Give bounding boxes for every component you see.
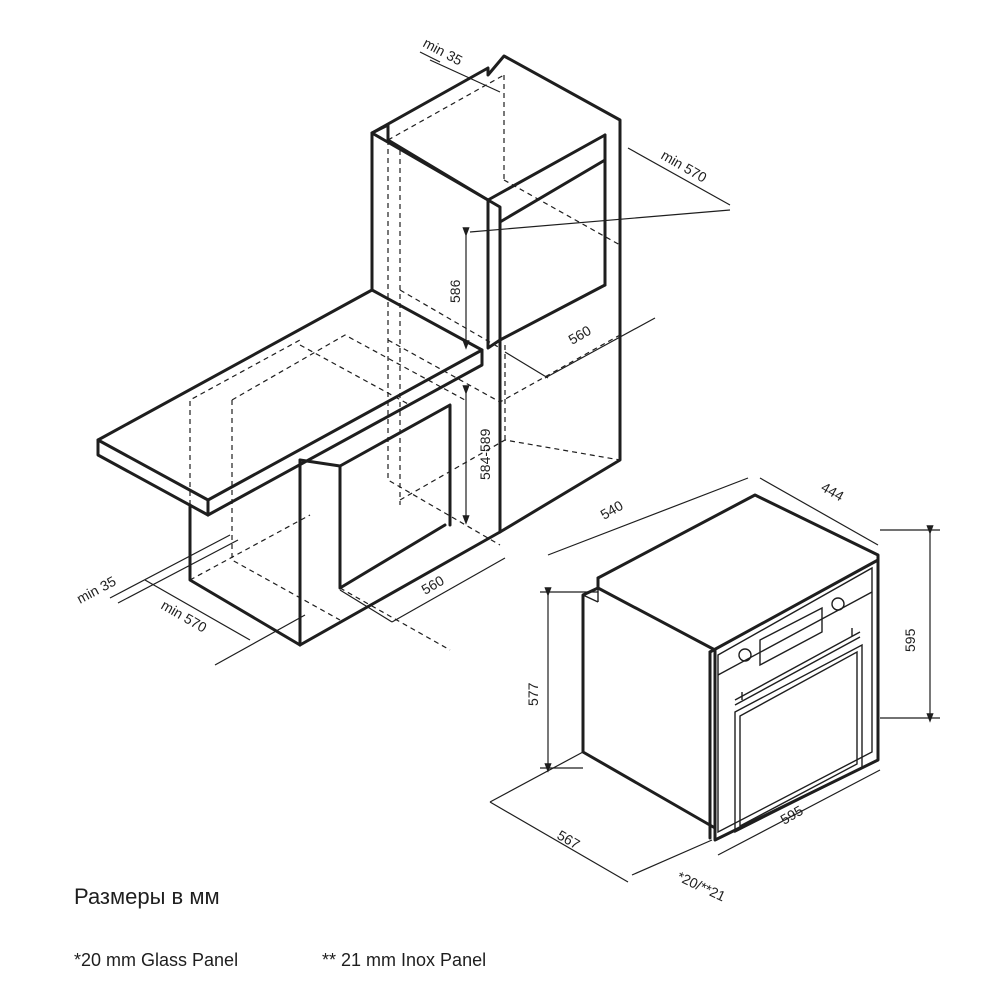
dim-tall-top-gap: min 35 — [421, 35, 466, 69]
dim-oven-body-height: 577 — [525, 682, 541, 706]
dim-under-height: 584-589 — [477, 428, 493, 480]
dim-tall-height: 586 — [447, 279, 463, 303]
dim-tall-width: 560 — [566, 322, 594, 348]
dim-oven-depth-top: 540 — [598, 497, 626, 523]
note-inox-panel: ** 21 mm Inox Panel — [322, 950, 487, 970]
dim-oven-side: 444 — [819, 479, 847, 505]
dim-oven-height-total: 595 — [902, 628, 918, 652]
under-cabinet — [96, 288, 502, 651]
dimension-lines — [109, 51, 940, 883]
dim-oven-depth-bottom: 567 — [555, 827, 583, 853]
page-title: Размеры в мм — [74, 884, 220, 909]
oven — [581, 493, 880, 842]
dim-under-gap: min 35 — [74, 573, 119, 607]
dim-panel-thickness: *20/**21 — [675, 868, 729, 904]
dimension-labels: min 35 min 570 586 560 584-589 560 min 3… — [74, 35, 918, 905]
tall-cabinet — [370, 54, 622, 546]
note-glass-panel: *20 mm Glass Panel — [74, 950, 239, 970]
